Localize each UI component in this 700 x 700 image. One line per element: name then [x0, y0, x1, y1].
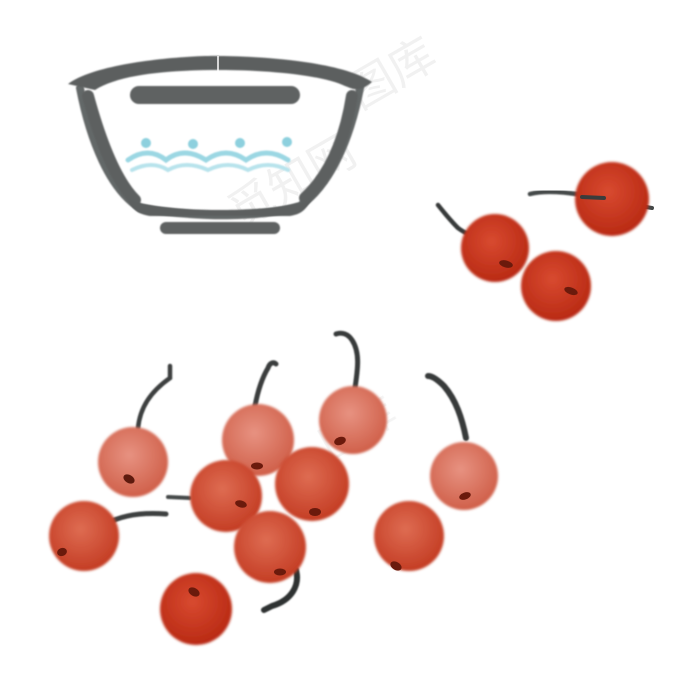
cherry-blossom-end: [390, 561, 402, 571]
cherry-blossom-end: [499, 260, 513, 268]
cherry: [190, 460, 262, 532]
cherry-blossom-end: [564, 286, 578, 296]
cherry-stem: [166, 495, 192, 500]
cherry-cluster-lower-left: [49, 330, 498, 645]
wave-dot: [141, 138, 151, 148]
cherry: [234, 511, 306, 583]
cherry-blossom-end: [123, 474, 135, 484]
wave-dot: [282, 137, 292, 147]
bowl-left-side: [82, 90, 141, 206]
bowl-right-side: [299, 90, 358, 204]
cherry-blossom-end: [251, 462, 263, 470]
cherry-stem: [425, 373, 469, 441]
bowl-base-upper: [128, 198, 312, 216]
cherry: [521, 251, 591, 321]
cherry-blossom-end: [235, 500, 247, 508]
cherry: [222, 404, 294, 476]
cherry-stem: [333, 330, 361, 391]
cherry-blossom-end: [309, 508, 321, 516]
cherry-stem: [135, 363, 173, 431]
wave-dot: [235, 138, 245, 148]
cherry: [160, 573, 232, 645]
wave-row-lower: [130, 163, 290, 173]
bowl-foot: [160, 222, 280, 234]
cherry: [575, 162, 649, 236]
cherry: [319, 386, 387, 454]
cherry-cluster-upper-right: [435, 162, 654, 321]
cherry: [374, 501, 444, 571]
cherry-blossom-end: [274, 568, 286, 576]
wave-dot: [188, 139, 198, 149]
bowl-rim: [68, 55, 372, 90]
cherry-blossom-end: [57, 547, 67, 557]
cherry: [49, 501, 119, 571]
wave-row-upper: [125, 150, 291, 164]
cherry: [461, 214, 529, 282]
cherry: [275, 447, 349, 521]
cherry-blossom-end: [459, 492, 471, 500]
cherry-stems: [103, 330, 469, 613]
bowl-wave-pattern: [125, 137, 292, 173]
bowl-inner-band: [130, 86, 300, 104]
cherry-stem-short: [580, 195, 606, 200]
cherry: [98, 427, 168, 497]
cherry-blossom-end: [188, 587, 200, 597]
cherry-stem: [261, 567, 300, 613]
cherry-blossom-end: [334, 436, 346, 446]
cherry: [430, 442, 498, 510]
ink-bowl: [68, 55, 372, 234]
cherry-stem: [252, 360, 279, 409]
